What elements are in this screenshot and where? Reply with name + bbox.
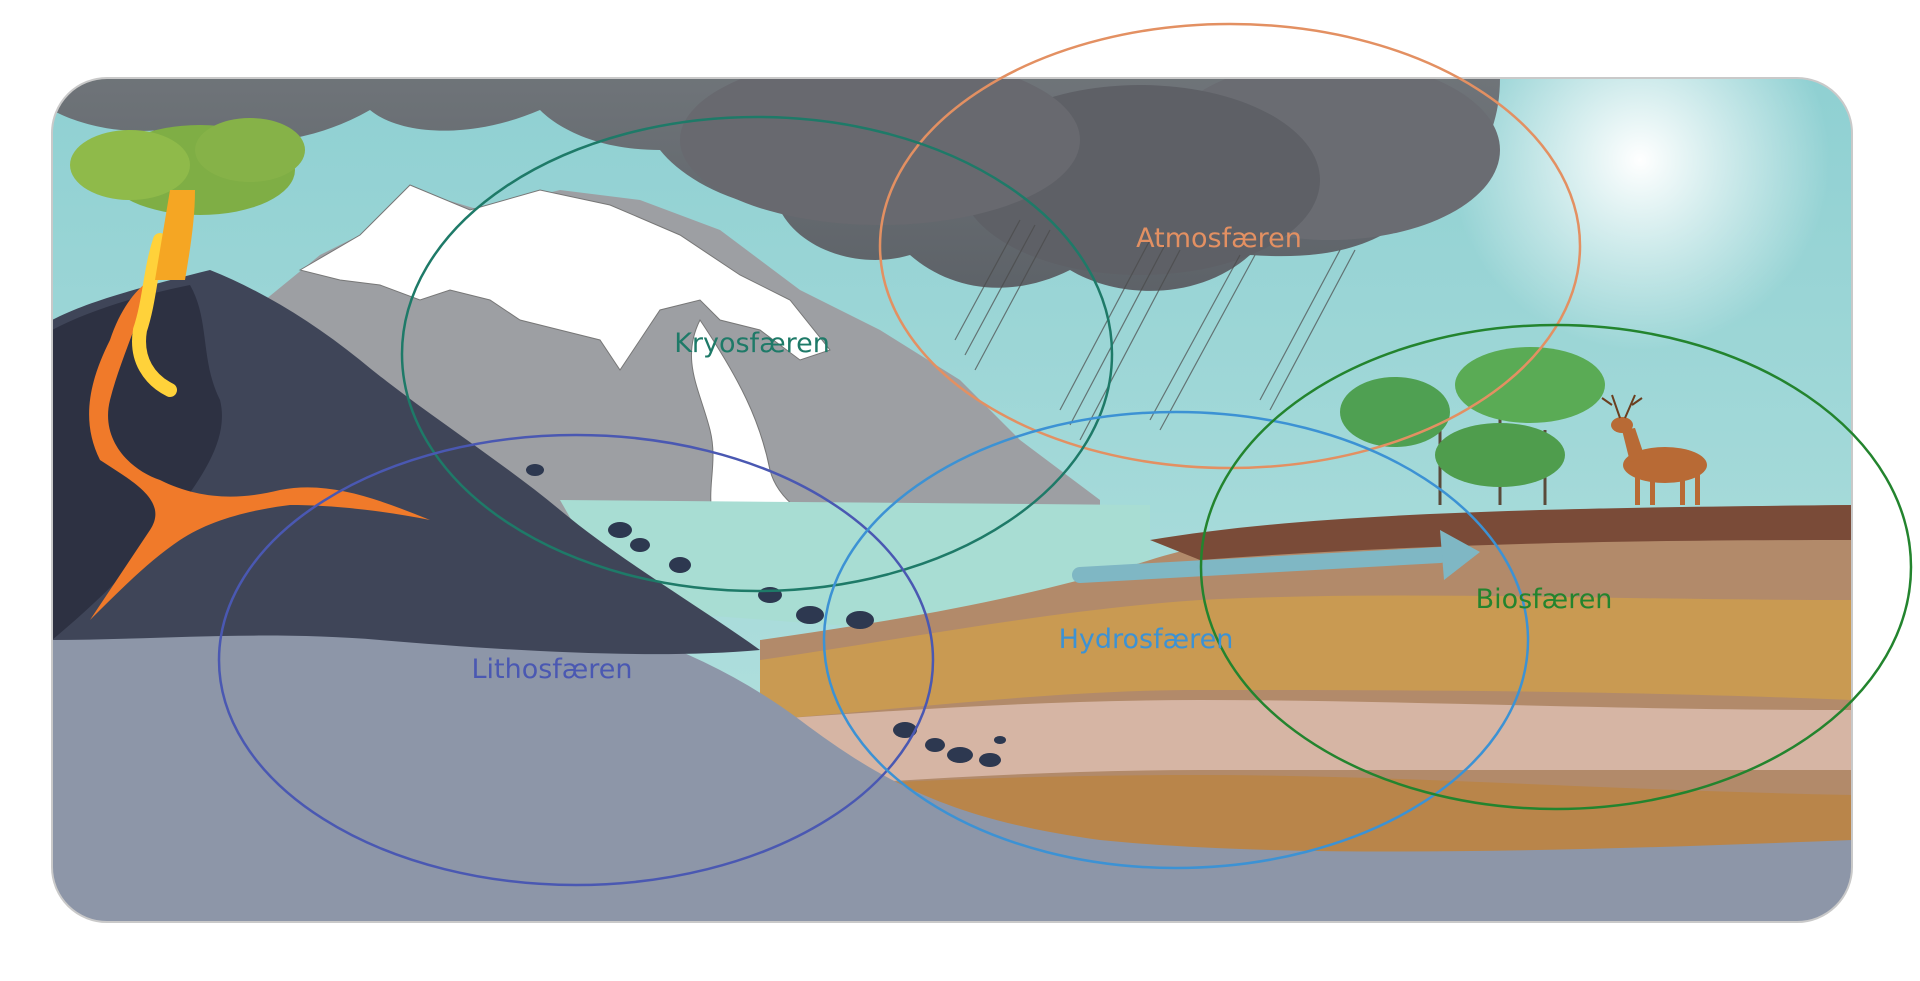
- cryosphere-ellipse: [400, 115, 1114, 593]
- groundwater-arrow: [1072, 530, 1480, 583]
- lake: [560, 500, 1150, 630]
- bedrock: [52, 597, 1852, 922]
- deer: [1601, 394, 1707, 505]
- eruption-plume: [70, 118, 305, 280]
- atmosphere-ellipse: [878, 22, 1582, 470]
- biosphere-ellipse: [1199, 323, 1913, 811]
- lithosphere-ellipse: [217, 433, 935, 887]
- hydrosphere-ellipse: [822, 410, 1530, 870]
- rocks: [526, 464, 1006, 767]
- lava-core: [132, 233, 177, 397]
- lava: [89, 280, 430, 620]
- panel-border: [51, 77, 1853, 923]
- lithosphere-label: Lithosfæren: [471, 654, 632, 685]
- biosphere-label: Biosfæren: [1476, 584, 1613, 615]
- storm-cloud: [52, 78, 1500, 291]
- trees: [1340, 347, 1605, 505]
- cryosphere-label: Kryosfæren: [674, 328, 830, 359]
- snow-cap: [298, 184, 831, 371]
- rain: [954, 219, 1356, 441]
- atmosphere-label: Atmosfæren: [1136, 223, 1302, 254]
- illustration-panel: [52, 78, 1852, 922]
- hydrosphere-label: Hydrosfæren: [1059, 624, 1234, 655]
